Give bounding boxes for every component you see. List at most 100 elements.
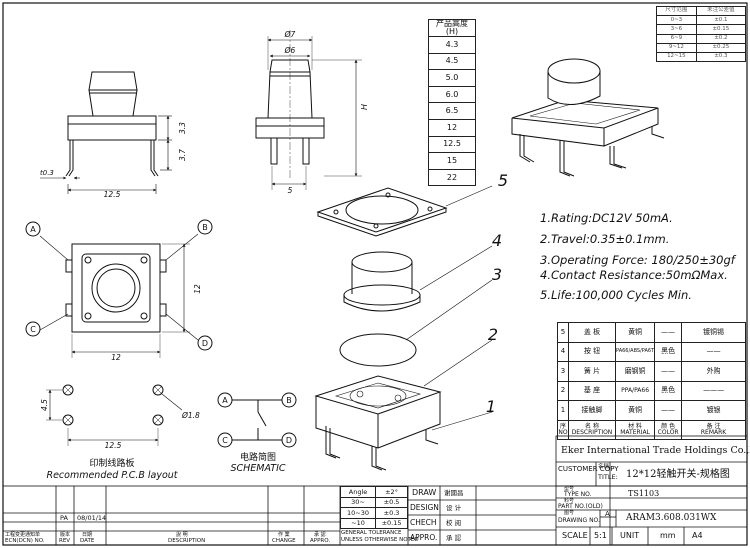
scale-label: SCALE [562,531,588,540]
dim-pcb-width: 12.5 [105,441,122,450]
bom-cell: 盖 板 [568,322,616,343]
revision-box: A [605,510,610,518]
dim-diameter-6: Ø6 [284,46,296,55]
approval-label-cn: 承 認 [314,532,326,538]
check-name: 校 阅 [446,519,462,527]
ecn-label-cn: 工程变更通知单 [5,532,41,538]
title-label-cn: 名稱 [598,464,610,470]
ecn-label-en: ECN(DCN) NO. [5,538,45,544]
size-cell: 6~9 [656,33,697,44]
schematic [217,392,297,448]
design-name: 设 计 [446,504,462,512]
callout-b-sch: B [286,396,292,405]
height-table: 产品高度(H) 4.3 4.5 5.0 6.0 6.5 12 12.5 15 2… [428,19,476,187]
tol-cell: 10~30 [339,507,377,519]
size-cell: ±0.2 [695,33,747,44]
tol-cell: ±0.15 [375,517,408,530]
tol-cell: ~10 [339,517,377,530]
height-value: 6.0 [428,85,476,104]
top-view [25,219,213,358]
size-cell: ±0.15 [695,24,747,35]
bom-cell: 基 座 [568,380,616,401]
spec-rating: 1.Rating:DC12V 50mA. [540,211,673,225]
height-value: 12 [428,118,476,137]
size-header: 尺寸范围 [656,5,697,17]
dim-diameter-7: Ø7 [284,30,296,39]
date-label-cn: 日期 [82,532,93,538]
tol-cell: ±0.3 [375,507,408,519]
bom-cell: 外购 [681,361,746,382]
size-cell: ±0.1 [695,15,747,26]
side-view [40,71,172,194]
bom-cell: —— [654,361,683,382]
spec-resistance: 4.Contact Resistance:50mΩMax. [540,268,728,282]
size-header: 未注公差值 [695,5,747,17]
bom-cell: 2 [557,380,569,401]
unit-value: mm [660,531,676,540]
bom-cell: 镀银 [681,400,746,421]
unit-label: UNIT [620,531,640,540]
tol-cell: ±2° [375,486,408,498]
spec-force: 3.Operating Force: 180/250±30gf [540,253,735,267]
revision-value: PA [60,514,68,522]
bom-cell: 簧 片 [568,361,616,382]
date-label-en: DATE [80,538,95,544]
height-value: 5.0 [428,69,476,87]
drawing-title: 12*12轻触开关-规格图 [626,469,730,480]
dim-height-h: H [360,104,369,110]
part-label-cn: 料号 [564,498,575,504]
size-cell: 0~3 [656,15,697,26]
bom-cell: ——— [681,380,746,401]
company-name: Eker International Trade Holdings Co.,Lt… [561,445,750,456]
schematic-label-cn: 电路简图 [240,451,276,463]
height-value: 15 [428,152,476,170]
height-header: 产品高度(H) [428,19,476,37]
size-cell: ±0.25 [695,42,747,53]
drawing-number: ARAM3.608.031WX [626,513,717,523]
callout-c-top: C [30,325,36,334]
part-callout-1: 1 [486,397,496,416]
part-label-en: PART NO.(OLD) [558,503,603,510]
type-label-cn: 型号 [564,486,575,492]
rev-label-en: REV [59,538,71,544]
bom-cell: 5 [557,322,569,343]
exploded-view [314,185,493,471]
bom-cell: 3 [557,361,569,382]
rev-label-cn: 版本 [60,532,71,538]
tol-cell: Angle [339,486,377,498]
pcb-label-en: Recommended P.C.B layout [46,470,178,481]
isometric-view [511,58,665,177]
height-value: 22 [428,168,476,187]
height-value: 4.3 [428,36,476,54]
bom-cell: 磨钢铜 [614,361,656,382]
height-value: 6.5 [428,102,476,120]
bom-cell: —— [654,322,683,343]
callout-a-top: A [30,225,36,234]
customer-copy-label: CUSTOMER COPY [558,465,619,473]
schematic-label-en: SCHEMATIC [230,463,285,474]
title-label-en: TITLE: [598,473,618,481]
dim-pin-5: 5 [288,186,293,195]
design-label: DESIGN [410,503,439,512]
front-view [255,30,362,190]
height-value: 4.5 [428,52,476,71]
bom-cell: 黑色 [654,341,683,362]
bom-cell: PPA/PA66 [614,380,656,401]
drawing-label-cn: 图号 [564,510,575,516]
bom-cell: 黑色 [654,380,683,401]
tolerance-caption-2: UNLESS OTHERWISE NOTED [341,537,419,543]
appro-name: 承 認 [446,534,462,542]
tolerance-table: Angle±2° 30~±0.5 10~30±0.3 ~10±0.15 [339,486,408,530]
bom-cell: 4 [557,341,569,362]
appro-label: APPRO. [410,533,438,542]
tol-cell: ±0.5 [375,496,408,509]
size-cell: ±0.3 [695,51,747,63]
size-tolerance-table: 尺寸范围 未注公差值 0~3±0.1 3~6±0.15 6~9±0.2 9~12… [656,5,747,63]
dim-thickness: t0.3 [40,169,54,177]
dim-height-top: 12 [193,284,202,294]
approval-label-en: APPRO. [310,538,331,544]
